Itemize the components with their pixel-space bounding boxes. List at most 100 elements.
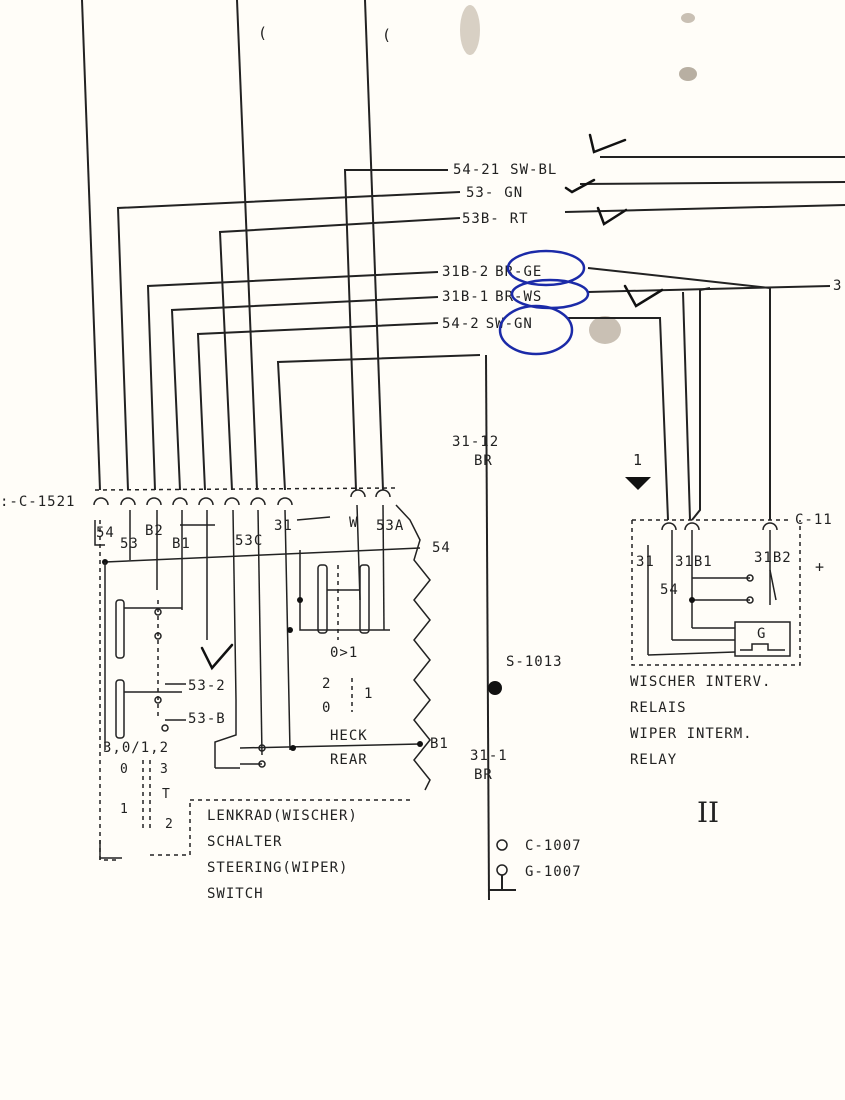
- switch-caption-line: SWITCH: [207, 886, 264, 902]
- relay-caption-line: WIPER INTERM.: [630, 726, 753, 742]
- switch-b1: B1: [430, 736, 449, 752]
- relay-caption-line: WISCHER INTERV.: [630, 674, 771, 690]
- wire-54-2-right: [568, 317, 669, 521]
- relay-mark: +: [815, 558, 825, 576]
- page-roman-numeral: II: [697, 796, 719, 829]
- switch-pin: 31: [274, 518, 293, 534]
- relay-pin-54: 54: [660, 582, 679, 598]
- switch-line: [299, 550, 390, 631]
- wire-vertical: [236, 0, 258, 491]
- contact: [154, 696, 162, 704]
- smudge: [589, 316, 621, 344]
- rp-1: 1: [364, 686, 373, 702]
- wire-vertical: [364, 0, 384, 491]
- contact-bar: [115, 599, 125, 659]
- pos-1: 1: [120, 802, 128, 817]
- switch-pin: B2: [145, 523, 164, 539]
- pos-3: 3: [160, 762, 168, 777]
- contact-bar: [317, 564, 328, 634]
- contact-bar: [359, 564, 370, 634]
- contact-bar: [115, 679, 125, 739]
- wire-31B-1-drop: [682, 291, 691, 521]
- ground-wire-color: BR: [474, 453, 493, 469]
- wire-vertical: [81, 0, 101, 491]
- switch-pin-54-right: 54: [432, 540, 451, 556]
- section-marker: 1: [633, 451, 643, 469]
- switch-line: [382, 504, 385, 631]
- connector-pins: [93, 489, 391, 506]
- wire-31B-1-branch: [691, 287, 711, 521]
- switch-outline: [150, 800, 191, 856]
- switch-line: [232, 509, 237, 701]
- switch-pin: 54: [96, 525, 115, 541]
- switch-outline: [94, 520, 105, 546]
- relay-line: [647, 651, 736, 656]
- relay-g-label: G: [757, 626, 766, 642]
- switch-caption-line: LENKRAD(WISCHER): [207, 808, 358, 824]
- node: [417, 741, 423, 747]
- ground-wire-lower-color: BR: [474, 767, 493, 783]
- wire-53: [116, 191, 461, 491]
- top-mark: (: [258, 24, 268, 42]
- wire-label-53B: 53B-RT: [462, 211, 529, 227]
- relay-outline: [631, 520, 801, 666]
- pin-cup: [198, 497, 214, 506]
- relay-pin: 31: [636, 554, 655, 570]
- check-mark: [623, 284, 664, 308]
- wire-31-12-top: [276, 354, 481, 491]
- wire-31B-2-right: [587, 267, 771, 520]
- switch-pin: 53C: [235, 533, 263, 549]
- contact: [746, 596, 754, 604]
- smudge: [681, 13, 695, 23]
- relay-pin: 31B2: [754, 550, 792, 566]
- pin-cup: [350, 489, 366, 498]
- pin-cup: [93, 497, 109, 506]
- connector-left-label: :-C-1521: [0, 494, 75, 510]
- check-mark: [588, 133, 627, 154]
- relay-pulse: [740, 643, 785, 651]
- connector-bottom-label: C-1007: [525, 838, 582, 854]
- contact: [154, 608, 162, 616]
- relay-g-box: [734, 621, 791, 657]
- wire-label-53: 53-GN: [466, 185, 523, 201]
- switch-line: [296, 516, 331, 521]
- node: [297, 597, 303, 603]
- check-mark: [596, 206, 628, 226]
- switch-pin: 53A: [376, 518, 404, 534]
- ground-wire-id: 31-12: [452, 434, 499, 450]
- pin-cup: [762, 522, 778, 531]
- wire-53-right: [579, 181, 845, 185]
- wire-31B-1: [170, 296, 439, 491]
- node: [290, 745, 296, 751]
- pen-circle: [506, 249, 586, 287]
- splice-dot: [488, 681, 502, 695]
- splice-label: S-1013: [506, 654, 563, 670]
- contact: [258, 760, 266, 768]
- switch-line: [239, 743, 421, 749]
- pin-cup: [120, 497, 136, 506]
- switch-line: [257, 509, 263, 756]
- switch-pin: 53: [120, 536, 139, 552]
- pen-circle: [498, 304, 574, 356]
- pin-cup: [661, 522, 677, 531]
- connector-symbol: [496, 839, 508, 851]
- relay-switch-arm: [769, 569, 777, 601]
- top-mark: (: [382, 26, 392, 44]
- switch-pin: B1: [172, 536, 191, 552]
- switch-positions: 3,0/1,2: [103, 740, 169, 756]
- pin-cup: [250, 497, 266, 506]
- pos-0: 0: [120, 762, 128, 777]
- connector-outline: [94, 487, 396, 491]
- rp-2: 2: [322, 676, 331, 692]
- pin-cup: [224, 497, 240, 506]
- switch-caption-line: SCHALTER: [207, 834, 282, 850]
- relay-caption-line: RELAIS: [630, 700, 687, 716]
- pos-2: 2: [165, 817, 173, 832]
- ground-wire-lower-id: 31-1: [470, 748, 508, 764]
- pin-cup: [277, 497, 293, 506]
- ground-symbol: [496, 864, 508, 876]
- ground-wire: [485, 354, 490, 901]
